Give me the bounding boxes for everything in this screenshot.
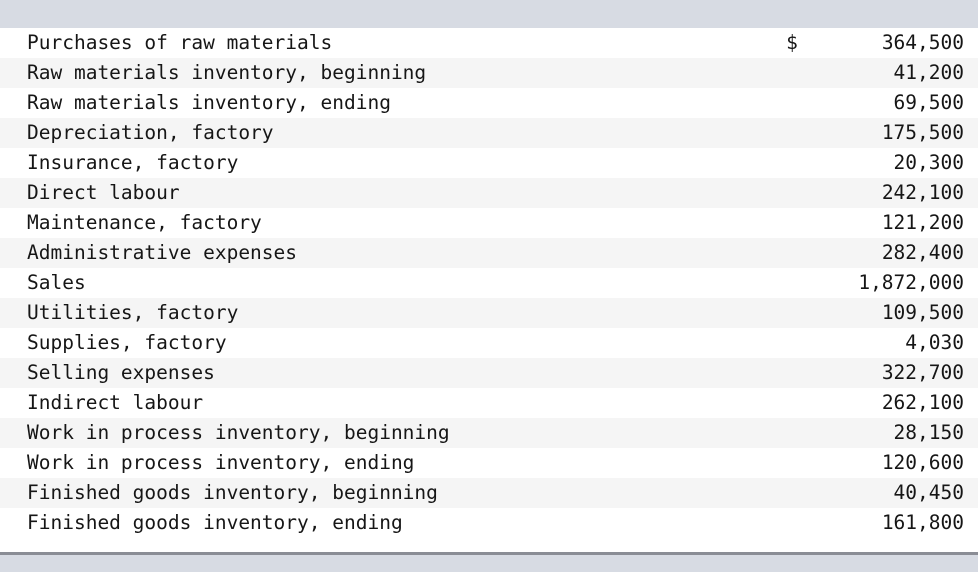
table-row: Sales 1,872,000 [0,268,978,298]
row-currency-symbol [770,88,814,118]
row-label: Utilities, factory [27,301,239,324]
row-currency-symbol [770,208,814,238]
row-value: 242,100 [881,181,964,204]
table-row: Depreciation, factory 175,500 [0,118,978,148]
row-label: Purchases of raw materials [27,31,333,54]
row-currency-symbol [770,238,814,268]
row-value: 161,800 [881,511,964,534]
table-row: Supplies, factory 4,030 [0,328,978,358]
row-currency-symbol [770,508,814,538]
table-row: Utilities, factory 109,500 [0,298,978,328]
row-currency-symbol [770,298,814,328]
row-value: 20,300 [893,151,964,174]
row-value: 175,500 [881,121,964,144]
table-header-band [0,0,978,28]
row-label: Insurance, factory [27,151,239,174]
row-value: 1,872,000 [858,271,964,294]
row-currency-symbol [770,58,814,88]
row-currency-symbol [770,148,814,178]
row-value: 120,600 [881,451,964,474]
table-row: Work in process inventory, ending 120,600 [0,448,978,478]
table-row: Finished goods inventory, beginning 40,45… [0,478,978,508]
row-currency-symbol [770,118,814,148]
table-row: Indirect labour 262,100 [0,388,978,418]
table-row: Raw materials inventory, beginning 41,200 [0,58,978,88]
row-label: Raw materials inventory, beginning [27,61,427,84]
row-label: Work in process inventory, ending [27,451,415,474]
row-currency-symbol [770,448,814,478]
row-currency-symbol [770,178,814,208]
row-label: Indirect labour [27,391,204,414]
row-currency-symbol [770,328,814,358]
table-row: Direct labour 242,100 [0,178,978,208]
row-value: 262,100 [881,391,964,414]
row-value: 40,450 [893,481,964,504]
row-label: Finished goods inventory, ending [27,511,403,534]
table-row: Purchases of raw materials $364,500 [0,28,978,58]
table-row: Finished goods inventory, ending 161,800 [0,508,978,538]
row-currency-symbol [770,358,814,388]
table-row: Administrative expenses 282,400 [0,238,978,268]
row-label: Work in process inventory, beginning [27,421,450,444]
table-footer-band [0,555,978,572]
row-label: Administrative expenses [27,241,298,264]
row-label: Finished goods inventory, beginning [27,481,438,504]
row-label: Raw materials inventory, ending [27,91,391,114]
table-row: Maintenance, factory 121,200 [0,208,978,238]
table-row: Insurance, factory 20,300 [0,148,978,178]
row-currency-symbol [770,478,814,508]
row-value: 109,500 [881,301,964,324]
row-label: Direct labour [27,181,180,204]
row-value: 28,150 [893,421,964,444]
row-currency-symbol [770,388,814,418]
row-label: Maintenance, factory [27,211,262,234]
row-value: 364,500 [881,31,964,54]
row-value: 69,500 [893,91,964,114]
row-currency-symbol: $ [786,31,798,54]
row-value: 282,400 [881,241,964,264]
row-label: Sales [27,271,86,294]
row-value: 4,030 [905,331,964,354]
table-bottom-gap [0,538,978,552]
table-row: Raw materials inventory, ending 69,500 [0,88,978,118]
row-value: 322,700 [881,361,964,384]
row-value: 121,200 [881,211,964,234]
row-label: Depreciation, factory [27,121,274,144]
row-currency-symbol [770,268,814,298]
table-row: Work in process inventory, beginning 28,1… [0,418,978,448]
row-value: 41,200 [893,61,964,84]
table-row: Selling expenses 322,700 [0,358,978,388]
table-bottom-divider [0,552,978,555]
row-currency-symbol [770,418,814,448]
row-label: Selling expenses [27,361,215,384]
row-label: Supplies, factory [27,331,227,354]
